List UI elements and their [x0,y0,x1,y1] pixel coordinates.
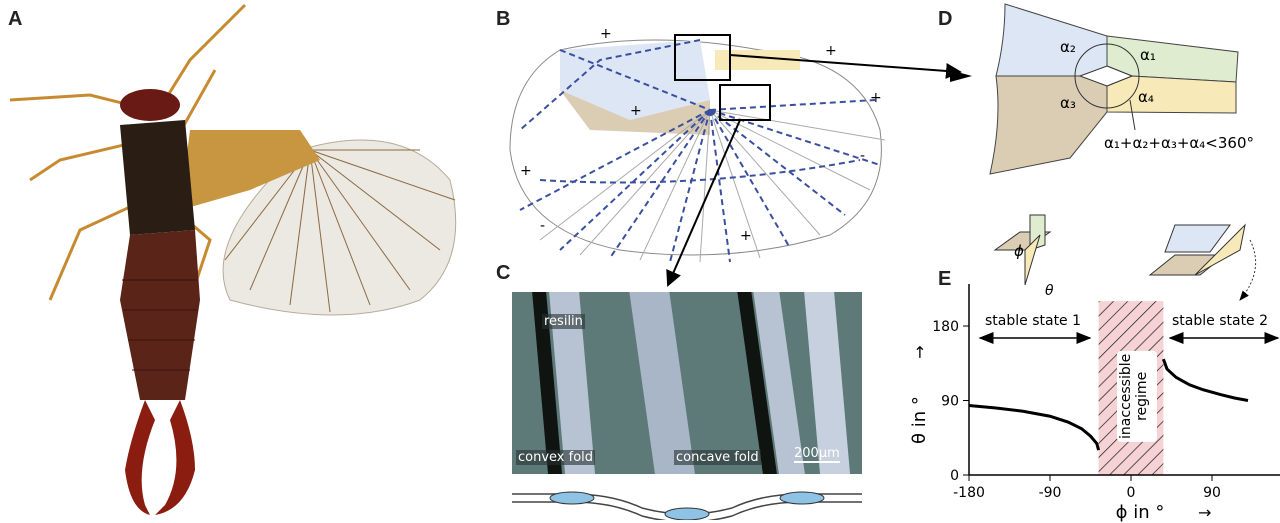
stable-state-2-label: stable state 2 [1172,313,1268,329]
panel-label-a: A [8,8,23,30]
panel-label-e: E [938,268,952,290]
earwig-photo [9,3,457,515]
x-axis-label: ϕ in ° [1116,502,1165,523]
plus-sign: + [600,26,612,42]
minus-sign: - [540,218,545,234]
theta-symbol: θ [1045,283,1054,299]
y-tick-label: 90 [941,394,959,410]
inaccessible-label: inaccessible [1118,354,1134,439]
panel-label-b: B [496,8,511,30]
convex-fold-label: convex fold [516,450,596,465]
zoom-box-c [719,84,771,121]
micrograph: resilin convex fold concave fold 200µm [512,292,862,474]
plus-sign: + [740,228,752,244]
phi-symbol: ϕ [1014,242,1024,260]
fold-schematic [512,491,862,520]
panel-label-c: C [496,262,511,284]
y-tick-label: 0 [950,468,959,484]
series-stable-state-2 [1161,358,1249,402]
plus-sign: + [520,163,532,179]
inset-fold-right [1148,223,1257,301]
alpha-4: α₄ [1138,88,1154,106]
resilin-label: resilin [542,314,585,329]
vertex-angle-diagram: α₂ α₁ α₃ α₄ α₁+α₂+α₃+α₄<360° [989,3,1254,175]
head [120,89,180,121]
panel-label-d: D [938,8,953,30]
y-tick-label: 180 [932,319,959,335]
x-tick-label: 0 [1127,485,1136,501]
inset-fold-left: ϕ θ [993,214,1054,299]
stable-state-1-label: stable state 1 [985,313,1081,329]
inaccessible-label-bg [1117,350,1157,442]
wing [222,139,457,316]
concave-fold-label: concave fold [674,450,761,465]
regime-label: regime [1134,372,1150,421]
x-tick-label: -180 [953,485,985,501]
plus-sign: + [630,103,642,119]
plus-sign: + [870,90,882,106]
y-axis-arrow: → [910,345,929,358]
y-axis-label: θ in ° [909,396,930,444]
alpha-3: α₃ [1060,94,1076,112]
x-tick-label: 90 [1203,485,1221,501]
alpha-2: α₂ [1060,38,1076,56]
minus-sign: - [860,148,865,164]
x-axis-arrow: → [1198,503,1211,522]
angle-sum-equation: α₁+α₂+α₃+α₄<360° [1104,134,1254,152]
x-tick-label: -90 [1039,485,1062,501]
scale-bar: 200µm [794,446,840,463]
cerci [125,400,155,515]
alpha-1: α₁ [1140,46,1156,64]
series-stable-state-1 [968,403,1101,451]
plus-sign: + [825,43,837,59]
